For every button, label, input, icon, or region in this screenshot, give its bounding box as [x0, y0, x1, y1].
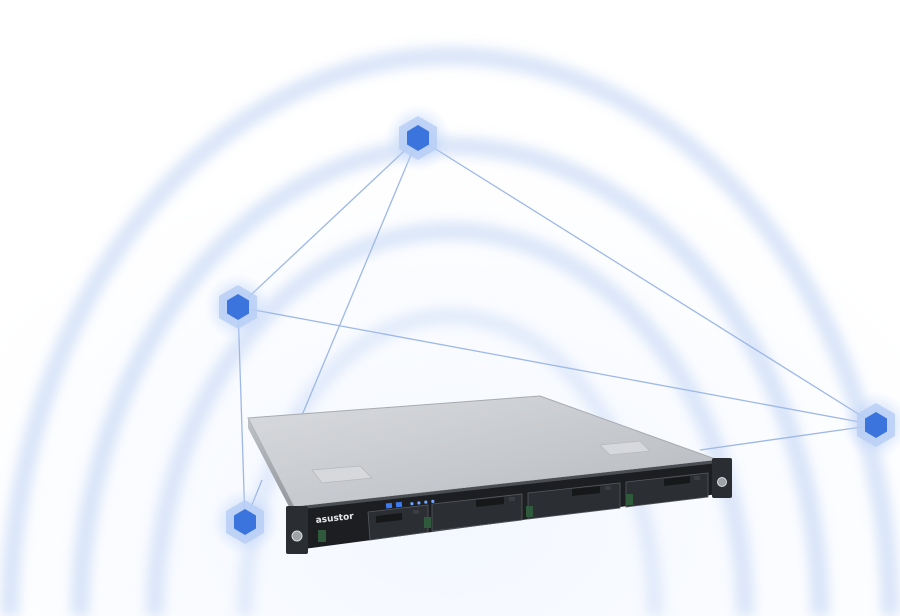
- drive-bay-4[interactable]: [625, 472, 709, 508]
- status-leds: [385, 499, 435, 509]
- rackmount-nas-server: asustor: [247, 395, 732, 554]
- bay-handle-icon: [318, 530, 326, 542]
- chassis-left-side: [248, 418, 296, 520]
- brand-logo: asustor: [315, 512, 355, 526]
- drive-bay-2[interactable]: [431, 493, 523, 532]
- drive-bay-latch-icon: [605, 486, 611, 490]
- hex-node-bottom-left: [211, 488, 279, 556]
- drive-bay-latch-icon: [413, 510, 419, 514]
- hex-node-left: [204, 273, 272, 341]
- wave-ring-1: [1, 47, 899, 616]
- drive-bay-latch-icon: [509, 497, 515, 501]
- activity-led-icon: [417, 501, 421, 505]
- bay-handle-icon: [526, 506, 533, 517]
- rack-ear-left: [286, 506, 308, 554]
- wave-ring-3: [146, 222, 754, 616]
- link-left-right: [237, 306, 877, 426]
- bay-handle-icon: [424, 517, 431, 528]
- link-top-server: [299, 137, 419, 421]
- power-led-icon: [385, 502, 393, 509]
- drive-bay-1[interactable]: [367, 504, 429, 541]
- status-led-icon: [395, 501, 403, 508]
- rack-ear-left-screw-icon: [291, 530, 303, 542]
- activity-led-icon: [431, 499, 435, 503]
- link-top-right: [417, 137, 877, 426]
- link-left-bottom: [237, 306, 246, 523]
- drive-bay-latch-icon: [694, 476, 700, 480]
- hex-node-right: [842, 391, 900, 459]
- link-top-left: [237, 137, 419, 308]
- hex-node-top: [384, 104, 452, 172]
- activity-led-icon: [424, 500, 428, 504]
- top-vent-panel-left: [311, 465, 373, 484]
- top-vent-panel-right: [599, 440, 651, 456]
- front-panel-highlight: [294, 460, 718, 510]
- bay-handle-icon: [626, 494, 633, 505]
- drive-bay-3[interactable]: [527, 482, 621, 520]
- drive-bays: [318, 472, 709, 542]
- rack-ear-right-screw-icon: [717, 477, 727, 487]
- activity-led-icon: [410, 502, 414, 506]
